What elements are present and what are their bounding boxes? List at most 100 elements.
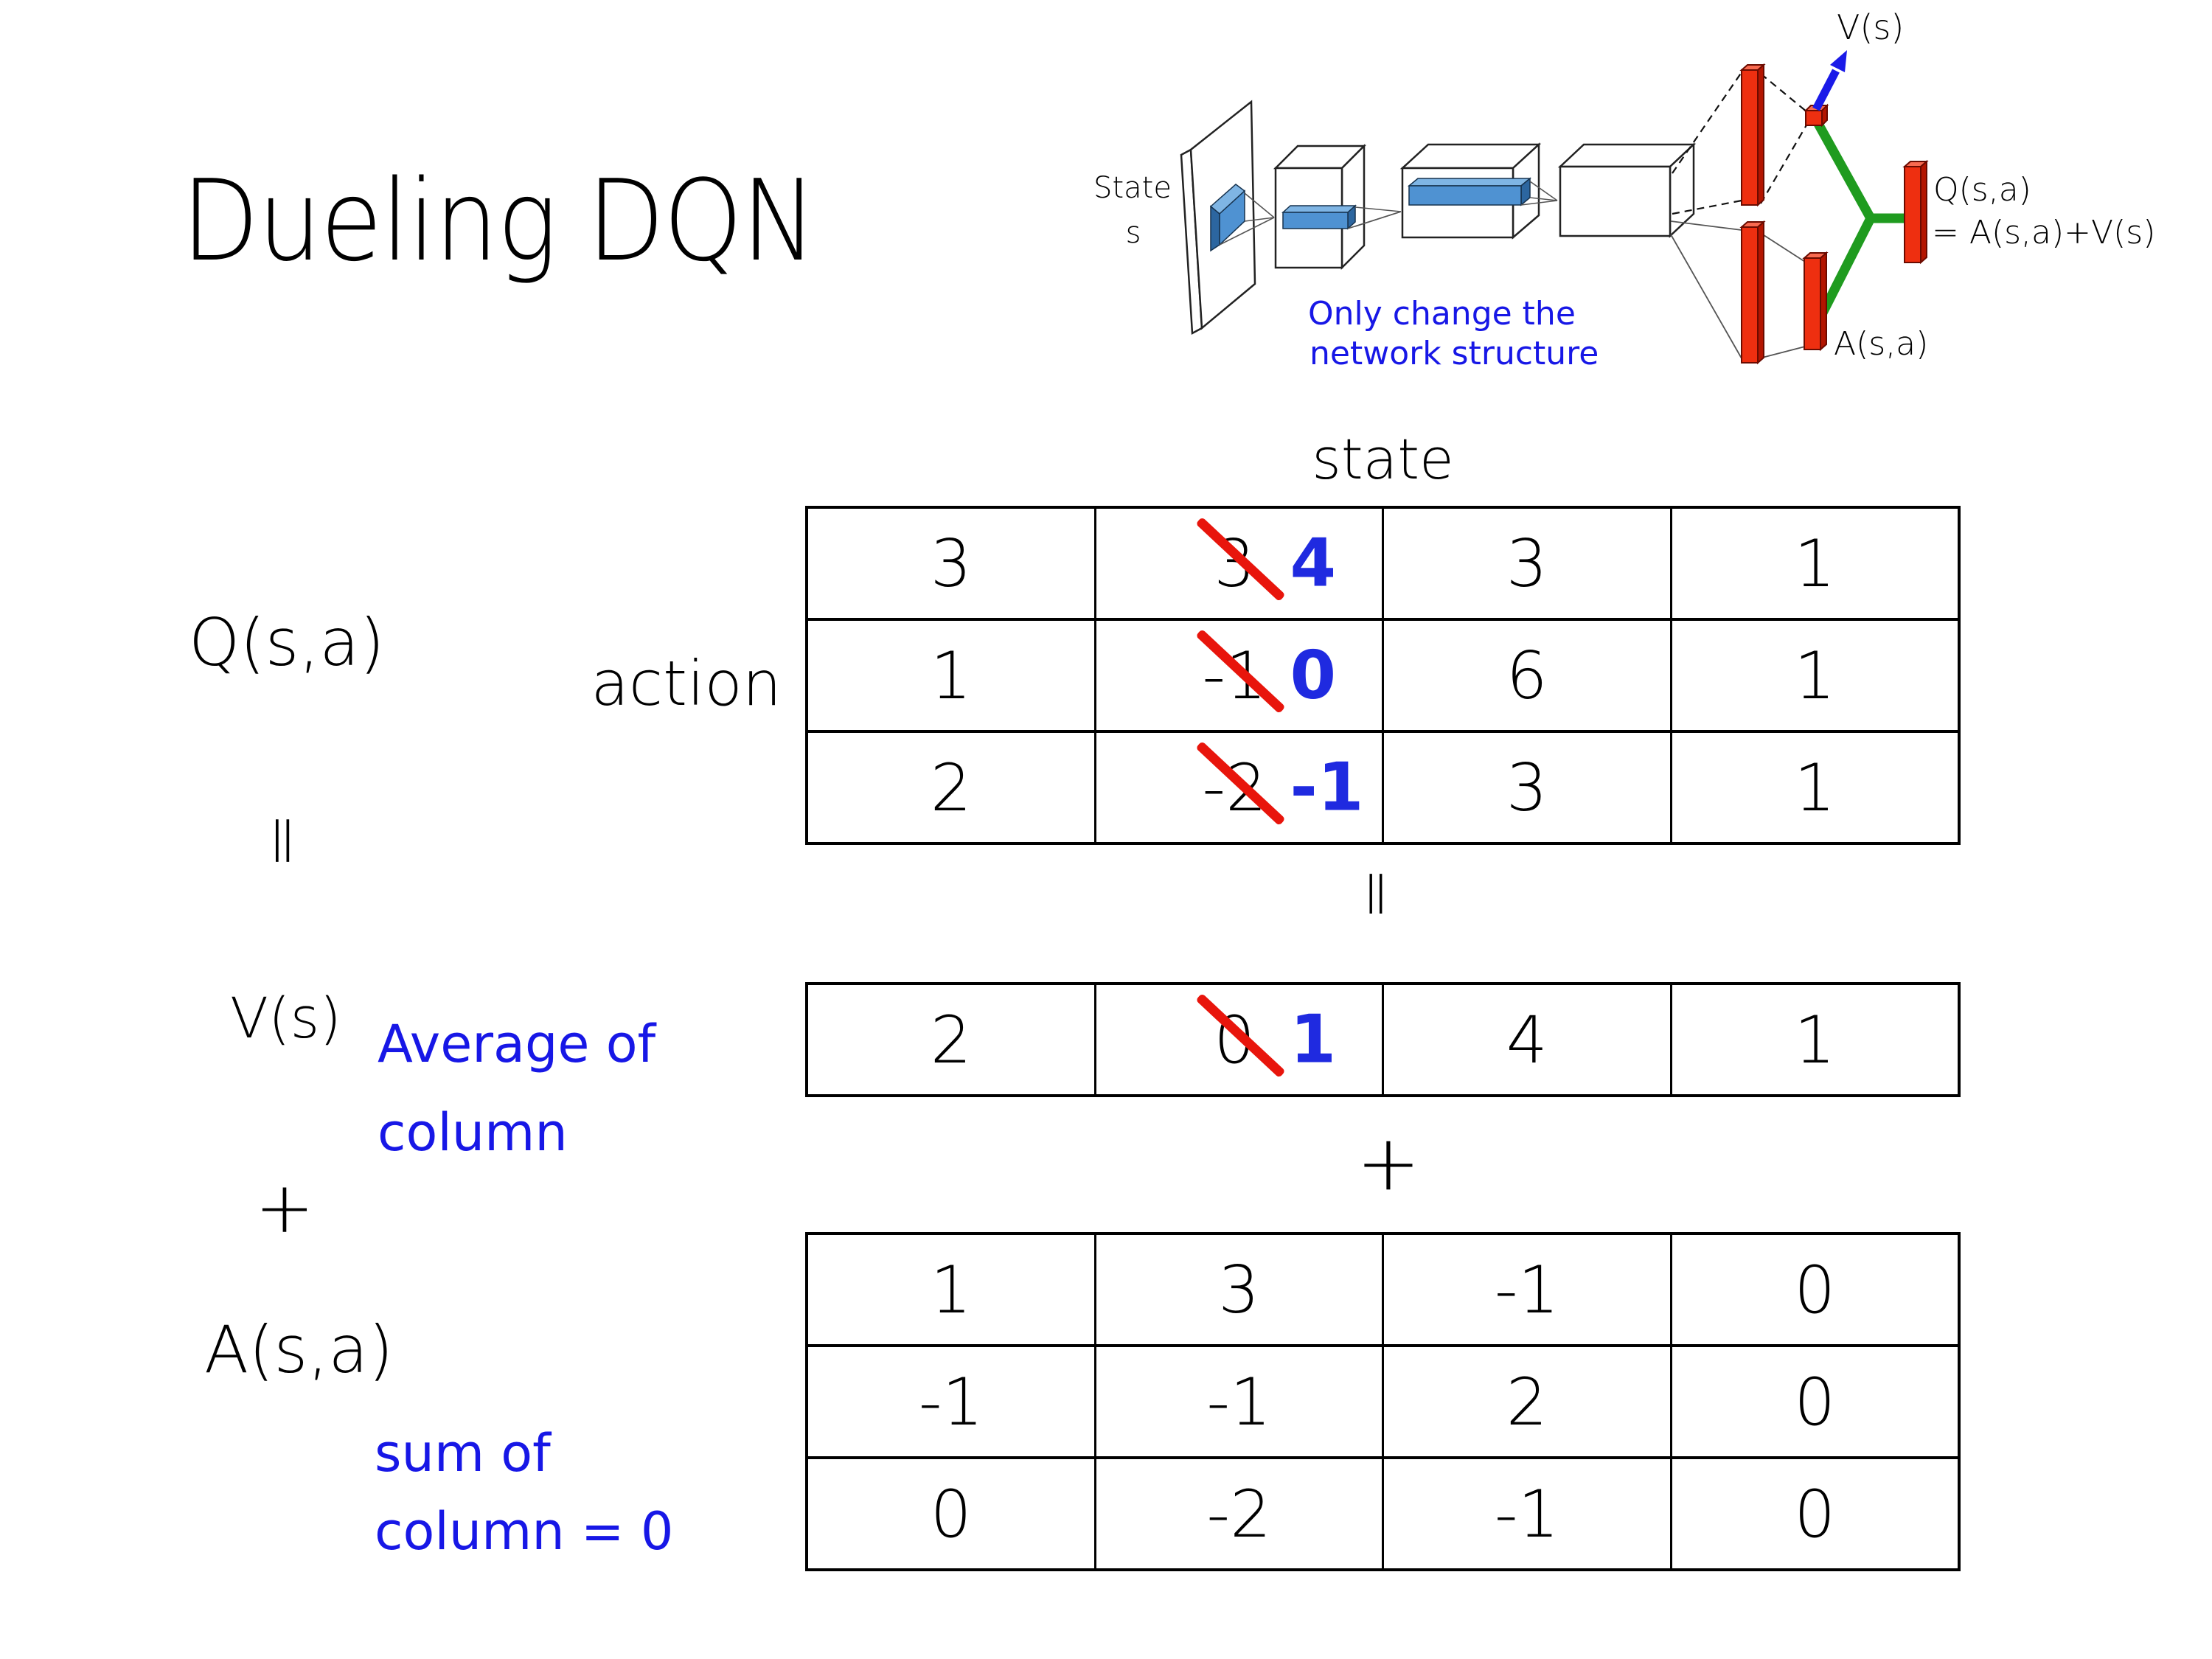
cell-value: 1	[1794, 525, 1836, 602]
new-value: 1	[1290, 1001, 1337, 1079]
diagram-q-formula: = A(s,a)+V(s)	[1932, 214, 2155, 251]
cell-value: 2	[930, 749, 972, 826]
cell-value: 1	[1794, 1001, 1836, 1078]
feature-bar-1-front	[1282, 212, 1349, 229]
table-cell: 2	[808, 733, 1096, 842]
table-row: 3 3 4 3 1	[808, 509, 1958, 621]
new-value: -1	[1290, 748, 1364, 827]
action-header: action	[591, 647, 782, 720]
table-row: 2 -2 -1 3 1	[808, 733, 1958, 842]
dashed-connections	[1672, 72, 1808, 215]
plus-mid: +	[1356, 1118, 1421, 1208]
aggregator-connector	[1809, 121, 1908, 333]
a-label: A(s,a)	[204, 1312, 394, 1388]
funnel-lines-2	[1347, 206, 1402, 229]
table-cell: 4	[1384, 985, 1672, 1094]
cell-value: 0	[930, 1475, 972, 1552]
value-arrow	[1812, 50, 1847, 111]
q-table: 3 3 4 3 1 1 -1 0 6 1 2 -2 -1 3 1	[805, 506, 1961, 845]
table-cell-corrected: 3 4	[1096, 509, 1384, 618]
table-row: 1 -1 0 6 1	[808, 621, 1958, 733]
table-cell: 3	[1384, 509, 1672, 618]
table-row: 1 3 -1 0	[808, 1235, 1958, 1347]
table-cell: 0	[808, 1459, 1096, 1568]
table-cell-corrected: -1 0	[1096, 621, 1384, 730]
table-cell: -1	[808, 1347, 1096, 1456]
new-value: 0	[1290, 636, 1337, 714]
diagram-vs-label: V(s)	[1837, 7, 1904, 47]
table-cell: 0	[1672, 1459, 1958, 1568]
table-cell: 2	[1384, 1347, 1672, 1456]
cell-value: -1	[1206, 1363, 1272, 1440]
table-cell: 6	[1384, 621, 1672, 730]
feature-bar-1-top	[1281, 205, 1357, 213]
funnel-lines-1	[1219, 192, 1275, 246]
conv-patch-front	[1210, 205, 1220, 252]
equals-mid: =	[1340, 866, 1414, 921]
table-row: 0 -2 -1 0	[808, 1459, 1958, 1568]
table-cell-corrected: -2 -1	[1096, 733, 1384, 842]
cell-value: 2	[930, 1001, 972, 1078]
table-cell: 0	[1672, 1347, 1958, 1456]
fc-bar-bottom	[1739, 220, 1766, 365]
table-cell: -1	[1096, 1347, 1384, 1456]
sum-note-line2: column = 0	[375, 1501, 674, 1562]
cell-value: 1	[1794, 749, 1836, 826]
cell-value: 0	[1794, 1251, 1836, 1328]
feature-bar-2-front	[1408, 185, 1522, 206]
cell-value: 4	[1506, 1001, 1548, 1078]
conv-box-3	[1557, 142, 1697, 238]
cell-value: 3	[1218, 1251, 1260, 1328]
cell-value: 0	[1794, 1475, 1836, 1552]
table-cell: 3	[1096, 1235, 1384, 1344]
solid-connections	[1670, 220, 1806, 359]
cell-value: 2	[1506, 1363, 1548, 1440]
table-cell: 3	[1384, 733, 1672, 842]
table-row: -1 -1 2 0	[808, 1347, 1958, 1459]
equals-left: =	[245, 812, 324, 869]
sum-note-line1: sum of	[375, 1423, 551, 1484]
q-label: Q(s,a)	[189, 605, 385, 681]
cell-value: -2	[1206, 1475, 1272, 1552]
table-cell: 1	[808, 621, 1096, 730]
v-table: 2 0 1 4 1	[805, 982, 1961, 1097]
slide-title: Dueling DQN	[181, 156, 817, 286]
dueling-network-diagram: State s V(s) Q(s,a) = A(s,a)+V(s) A(s,a)…	[1093, 7, 2155, 372]
diagram-state-label: State	[1093, 171, 1172, 205]
table-cell-corrected: 0 1	[1096, 985, 1384, 1094]
state-header: state	[1312, 426, 1454, 492]
conv-patch	[1209, 184, 1246, 252]
plus-left: +	[254, 1166, 315, 1249]
table-cell: 0	[1672, 1235, 1958, 1344]
diagram-note-line2: network structure	[1310, 335, 1599, 372]
table-cell: 3	[808, 509, 1096, 618]
cell-value: -1	[918, 1363, 984, 1440]
fc-bar-top	[1739, 63, 1766, 207]
v-label: V(s)	[230, 985, 341, 1051]
cell-value: 3	[1506, 525, 1548, 602]
table-cell: 1	[1672, 509, 1958, 618]
funnel-lines-3	[1520, 181, 1558, 206]
cell-value: 1	[1794, 637, 1836, 714]
cell-value: 3	[930, 525, 972, 602]
feature-bar-1	[1281, 204, 1357, 230]
diagram-s-label: s	[1126, 216, 1141, 250]
cell-value: -1	[1494, 1475, 1559, 1552]
a-table: 1 3 -1 0 -1 -1 2 0 0 -2 -1 0	[805, 1232, 1961, 1571]
table-cell: 1	[1672, 733, 1958, 842]
table-cell: -1	[1384, 1235, 1672, 1344]
cell-value: 0	[1794, 1363, 1836, 1440]
diagram-note-line1: Only change the	[1308, 295, 1576, 333]
fc-bars	[1739, 63, 1929, 365]
value-arrow-head	[1830, 50, 1847, 72]
new-value: 4	[1290, 524, 1337, 602]
table-cell: 1	[1672, 985, 1958, 1094]
table-cell: 2	[808, 985, 1096, 1094]
diagram-q-label: Q(s,a)	[1933, 171, 2031, 209]
feature-bar-2	[1407, 177, 1532, 206]
conv-box-3-front	[1559, 165, 1672, 237]
cell-value: 1	[930, 1251, 972, 1328]
q-output-bar	[1902, 159, 1929, 265]
cell-value: -1	[1494, 1251, 1559, 1328]
